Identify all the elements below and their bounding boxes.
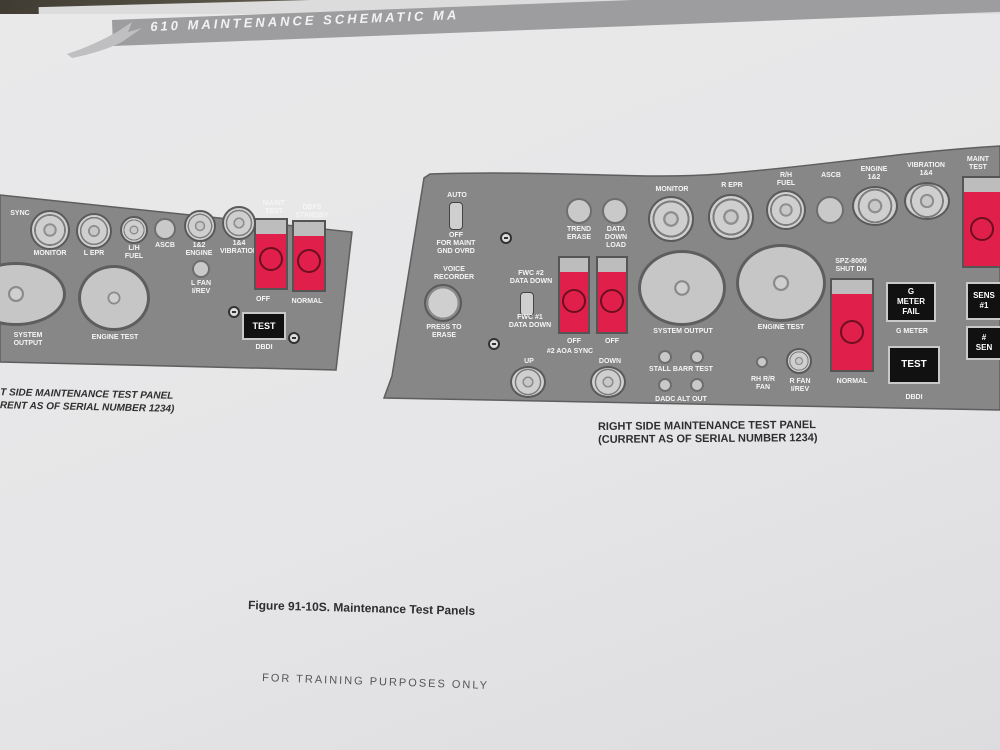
label-l-h-fuel: L/H FUEL	[124, 245, 144, 260]
label-dadc-alt-out: DADC ALT OUT	[655, 396, 707, 403]
engine-1-2-knob-right[interactable]	[852, 186, 898, 226]
right-maint-test-switch[interactable]	[962, 176, 1000, 268]
right-test-button[interactable]: TEST	[888, 346, 940, 384]
data-down-load-button[interactable]	[602, 198, 628, 224]
trend-erase-button[interactable]	[566, 198, 592, 224]
label-r-h-fuel: R/H FUEL	[776, 172, 796, 187]
right-system-output-gauge	[638, 250, 726, 326]
right-maintenance-panel: AUTO OFF FOR MAINT GND OVRD VOICE RECORD…	[382, 145, 1000, 411]
ascb-button[interactable]	[154, 218, 176, 240]
label-press-to-erase: PRESS TO ERASE	[426, 324, 462, 339]
label-left-normal: NORMAL	[291, 298, 323, 305]
label-up: UP	[524, 358, 534, 365]
label-g-meter: G METER	[896, 328, 928, 335]
label-aoa-sync: #2 AOA SYNC	[546, 348, 594, 355]
label-maint-test: MAINT TEST	[262, 200, 286, 215]
monitor-knob[interactable]	[30, 210, 70, 250]
dadc-alt-out-button-1[interactable]	[658, 378, 672, 392]
dbfs-standby-switch[interactable]	[292, 220, 326, 292]
label-dbfs-standby: DBFS STANDBY	[295, 204, 329, 219]
label-fwc2-data-down: FWC #2 DATA DOWN	[509, 270, 553, 285]
label-rh-rr-fan: RH R/R FAN	[750, 376, 776, 391]
label-engine-1-2-right: ENGINE 1&2	[860, 166, 888, 181]
label-right-system-output: SYSTEM OUTPUT	[653, 328, 713, 335]
label-vibration-1-4: 1&4 VIBRATION	[220, 240, 258, 255]
label-off-for-maint: OFF FOR MAINT GND OVRD	[436, 232, 476, 255]
aoa-sync-up-knob[interactable]	[510, 366, 546, 398]
label-r-fan-i-rev: R FAN I/REV	[789, 378, 811, 393]
voice-recorder-toggle[interactable]	[449, 202, 463, 230]
label-right-dbdi: DBDI	[905, 394, 923, 401]
left-maintenance-panel: SYNC MONITOR L EPR L/H FUEL ASCB 1&2 ENG…	[0, 0, 360, 380]
label-l-fan-i-rev: L FAN I/REV	[190, 280, 212, 295]
r-epr-knob[interactable]	[708, 194, 754, 240]
aoa-sync-down-knob[interactable]	[590, 366, 626, 398]
spz-shut-dn-switch[interactable]	[830, 278, 874, 372]
label-engine-1-2: 1&2 ENGINE	[185, 242, 213, 257]
label-monitor: MONITOR	[655, 186, 689, 193]
sens-indicator-top: SENS #1	[966, 282, 1000, 320]
label-trend-erase: TREND ERASE	[566, 226, 592, 241]
label-data-down-load: DATA DOWN LOAD	[604, 226, 628, 249]
vibration-1-4-knob-right[interactable]	[904, 182, 950, 220]
left-maint-test-switch[interactable]	[254, 218, 288, 290]
label-fwc1-data-down: FWC #1 DATA DOWN	[508, 314, 552, 329]
monitor-knob-right[interactable]	[648, 196, 694, 242]
label-monitor: MONITOR	[33, 250, 67, 257]
label-normal-right: NORMAL	[836, 378, 868, 385]
label-auto: AUTO	[447, 192, 467, 199]
fwc2-red-switch[interactable]	[558, 256, 590, 334]
right-panel-caption: RIGHT SIDE MAINTENANCE TEST PANEL (CURRE…	[597, 419, 818, 446]
fwc-data-down-toggle[interactable]	[520, 292, 534, 316]
label-down: DOWN	[598, 358, 622, 365]
left-test-button[interactable]: TEST	[242, 312, 286, 340]
label-off-2: OFF	[605, 338, 619, 345]
press-to-erase-button[interactable]	[424, 284, 462, 322]
label-r-epr: R EPR	[721, 182, 743, 189]
stall-barr-test-button-1[interactable]	[658, 350, 672, 364]
left-panel-screw-2	[288, 332, 300, 344]
r-fan-i-rev-knob[interactable]	[786, 348, 812, 374]
rh-rr-fan-indicator	[756, 356, 768, 368]
label-ascb: ASCB	[155, 242, 175, 249]
left-engine-test-gauge	[78, 265, 150, 331]
label-vibration-1-4-right: VIBRATION 1&4	[907, 162, 945, 177]
label-l-epr: L EPR	[83, 250, 105, 257]
label-stall-barr-test: STALL BARR TEST	[649, 366, 713, 373]
l-epr-knob[interactable]	[76, 213, 112, 249]
g-meter-fail-indicator: G METER FAIL	[886, 282, 936, 322]
label-ascb-right: ASCB	[821, 172, 841, 179]
label-sync: SYNC	[10, 210, 30, 217]
stall-barr-test-button-2[interactable]	[690, 350, 704, 364]
right-engine-test-gauge	[736, 244, 826, 322]
label-left-engine-test: ENGINE TEST	[91, 334, 139, 341]
label-maint-test-right: MAINT TEST	[966, 156, 990, 171]
sens-indicator-bottom: # SEN	[966, 326, 1000, 360]
ascb-button-right[interactable]	[816, 196, 844, 224]
left-panel-screw-1	[228, 306, 240, 318]
l-fan-i-rev-button[interactable]	[192, 260, 210, 278]
r-h-fuel-knob[interactable]	[766, 190, 806, 230]
vibration-1-4-knob[interactable]	[222, 206, 256, 240]
engine-1-2-knob[interactable]	[184, 210, 216, 242]
right-panel-screw-1	[500, 232, 512, 244]
label-right-engine-test: ENGINE TEST	[757, 324, 805, 331]
right-panel-screw-2	[488, 338, 500, 350]
label-left-system-output: SYSTEM OUTPUT	[13, 332, 43, 347]
l-h-fuel-knob[interactable]	[120, 216, 148, 244]
label-voice-recorder: VOICE RECORDER	[433, 266, 475, 281]
label-left-off: OFF	[256, 296, 270, 303]
aircraft-logo-icon	[67, 22, 142, 58]
label-left-dbdi: DBDI	[255, 344, 273, 351]
label-spz-shut-dn: SPZ-8000 SHUT DN	[835, 258, 867, 273]
dadc-alt-out-button-2[interactable]	[690, 378, 704, 392]
left-panel-caption: T SIDE MAINTENANCE TEST PANEL RENT AS OF…	[0, 387, 175, 415]
fwc1-red-switch[interactable]	[596, 256, 628, 334]
label-off-1: OFF	[567, 338, 581, 345]
